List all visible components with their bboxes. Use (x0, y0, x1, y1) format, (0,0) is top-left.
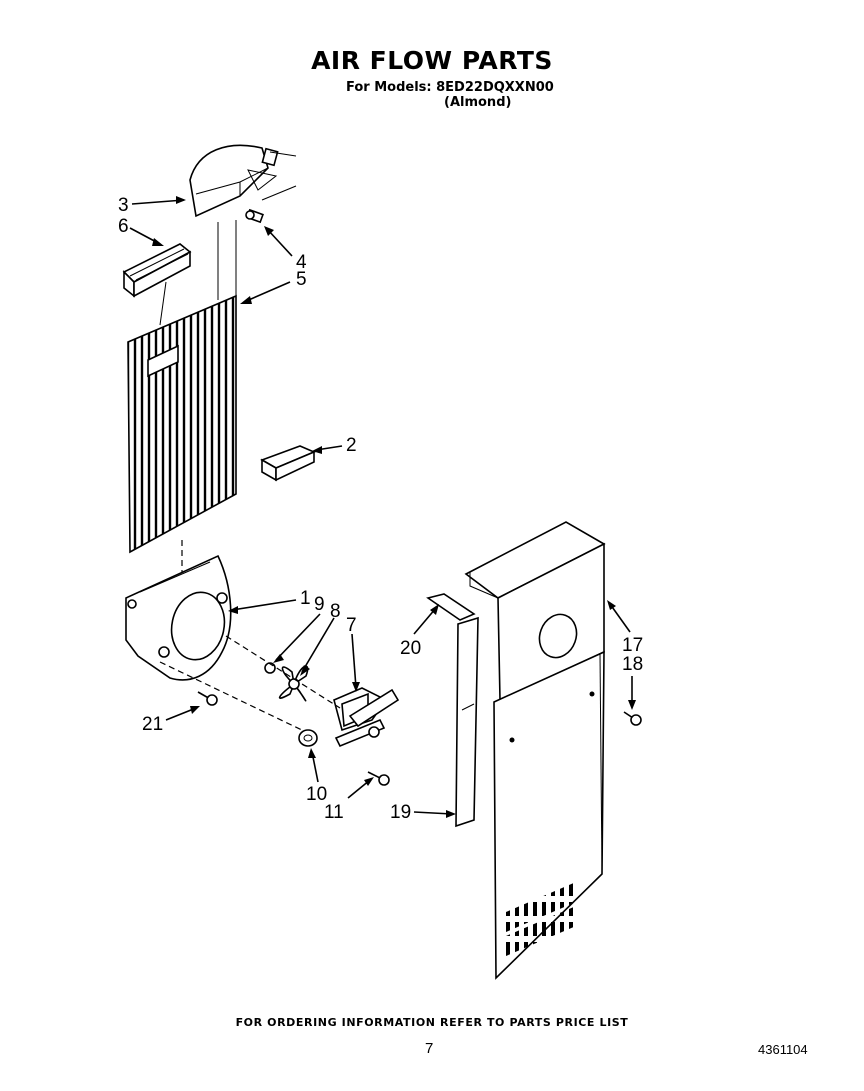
ordering-note: FOR ORDERING INFORMATION REFER TO PARTS … (235, 1016, 629, 1029)
screw-21 (197, 691, 218, 706)
page-title: AIR FLOW PARTS (311, 46, 553, 75)
callout-3: 3 (118, 195, 129, 216)
callout-1: 1 (300, 588, 311, 609)
fan-housing (125, 554, 232, 681)
callout-17: 17 (622, 635, 643, 656)
grille-insert (122, 243, 192, 298)
callout-10: 10 (306, 784, 327, 805)
color-note: (Almond) (444, 95, 512, 110)
callout-2: 2 (346, 435, 357, 456)
callout-21: 21 (142, 714, 163, 735)
models-line: For Models: 8ED22DQXXN00 (346, 80, 554, 95)
callout-4: 4 (296, 252, 307, 273)
clip-2 (260, 445, 317, 482)
callout-8: 8 (330, 601, 341, 622)
callout-6: 6 (118, 216, 129, 237)
leader-arrows (129, 196, 636, 818)
air-duct-cover (189, 144, 297, 218)
rear-panel-lower (493, 650, 605, 980)
callout-19: 19 (390, 802, 411, 823)
document-number: 4361104 (758, 1042, 808, 1057)
fan-motor-bracket (333, 687, 400, 748)
page-number: 7 (425, 1040, 434, 1057)
gasket-strip-19 (455, 616, 479, 828)
evaporator-cover-panel (127, 220, 237, 554)
callout-20: 20 (400, 638, 421, 659)
screw-11 (367, 771, 390, 786)
callout-18: 18 (622, 654, 643, 675)
nut-9 (264, 662, 276, 674)
grommet-10 (298, 729, 318, 747)
callout-11: 11 (324, 802, 344, 823)
callout-7: 7 (346, 615, 357, 636)
screw-4 (245, 208, 264, 224)
callout-9: 9 (314, 594, 325, 615)
seal-strip-20 (426, 593, 476, 621)
callout-5: 5 (296, 269, 307, 290)
screw-18 (623, 711, 642, 726)
